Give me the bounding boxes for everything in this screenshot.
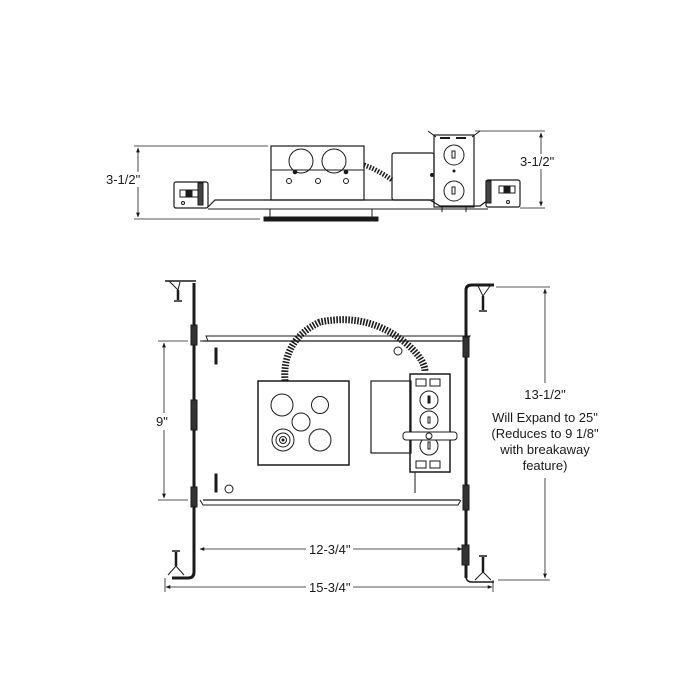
left-bar-hanger-icon xyxy=(165,280,198,580)
top-view xyxy=(158,280,550,592)
bar-note-line3: with breakaway xyxy=(500,442,590,457)
plate-height-label: 9" xyxy=(156,413,168,430)
bar-length-note: 13-1/2" Will Expand to 25" (Reduces to 9… xyxy=(473,383,617,478)
overall-width-label: 15-3/4" xyxy=(306,580,354,595)
left-bracket-icon xyxy=(173,181,209,209)
side-height-right-label: 3-1/2" xyxy=(520,154,555,169)
bar-length-label: 13-1/2" xyxy=(524,387,566,402)
right-bar-hanger-icon xyxy=(461,283,494,583)
inner-width-label: 12-3/4" xyxy=(306,542,354,557)
right-bracket-icon xyxy=(485,179,521,208)
side-height-left-label: 3-1/2" xyxy=(106,172,141,187)
side-view xyxy=(134,130,545,222)
bar-note-line2: (Reduces to 9 1/8" xyxy=(491,426,599,441)
bar-note-line4: feature) xyxy=(522,458,568,473)
bar-note-line1: Will Expand to 25" xyxy=(492,410,598,425)
